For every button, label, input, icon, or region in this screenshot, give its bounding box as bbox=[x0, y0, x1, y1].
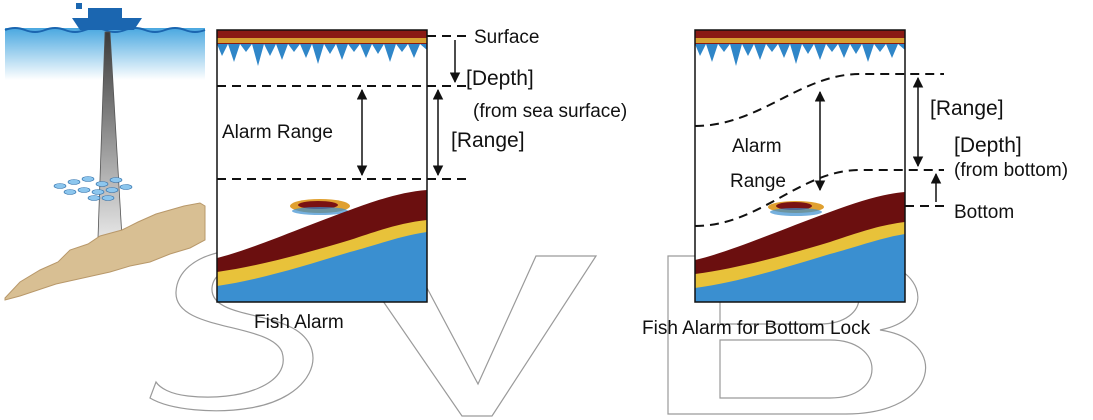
seabed bbox=[4, 202, 206, 301]
fish-school-icon bbox=[53, 176, 133, 201]
range-label: [Range] bbox=[451, 129, 525, 152]
left-echogram bbox=[216, 29, 428, 303]
left-reference-lines bbox=[217, 35, 466, 180]
left-arrows bbox=[356, 40, 461, 177]
range-top-curve bbox=[694, 73, 944, 127]
fish-echo-right bbox=[768, 201, 824, 216]
right-echogram-frame bbox=[694, 29, 906, 303]
fish-alarm-caption: Fish Alarm bbox=[254, 312, 344, 333]
right-echogram bbox=[694, 29, 906, 303]
left-echogram-frame bbox=[216, 29, 428, 303]
surface-label: Surface bbox=[474, 27, 539, 48]
alarm-range-label: Alarm Range bbox=[222, 122, 333, 143]
range-label-right: [Range] bbox=[930, 97, 1004, 120]
fish-alarm-bottom-lock-caption: Fish Alarm for Bottom Lock bbox=[642, 318, 871, 339]
right-reference-lines bbox=[694, 73, 944, 227]
right-labels: [Range] [Depth] (from bottom) Alarm Rang… bbox=[642, 97, 1068, 339]
range-word-right: Range bbox=[730, 171, 786, 192]
alarm-label-right: Alarm bbox=[732, 136, 782, 157]
left-labels: Surface [Depth] (from sea surface) Alarm… bbox=[222, 27, 627, 333]
bottom-echo bbox=[217, 190, 427, 302]
depth-note-label-right: (from bottom) bbox=[954, 160, 1068, 181]
surface-noise bbox=[217, 30, 427, 66]
bottom-echo-right bbox=[695, 192, 905, 302]
right-arrows bbox=[814, 76, 942, 202]
sea-illustration bbox=[4, 3, 206, 301]
boat-icon bbox=[72, 3, 142, 30]
depth-bottom-curve bbox=[694, 169, 944, 227]
depth-note-label: (from sea surface) bbox=[473, 101, 627, 122]
surface-noise-right bbox=[695, 30, 905, 66]
fish-echo bbox=[290, 199, 350, 215]
depth-label-right: [Depth] bbox=[954, 134, 1022, 157]
depth-label: [Depth] bbox=[466, 67, 534, 90]
bottom-label: Bottom bbox=[954, 202, 1014, 223]
